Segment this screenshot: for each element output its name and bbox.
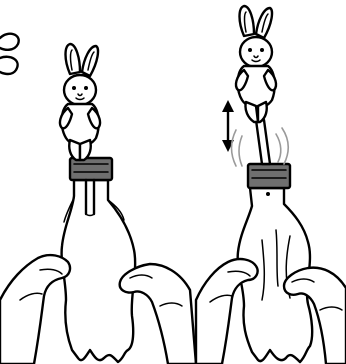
left-hand-icon xyxy=(0,255,70,364)
bottle-icon xyxy=(238,120,313,362)
panel-left xyxy=(0,44,196,364)
rabbit-icon xyxy=(236,6,276,122)
curl-mark-icon xyxy=(0,34,19,74)
bottle-icon xyxy=(62,158,136,362)
rabbit-icon xyxy=(60,44,100,160)
panel-right xyxy=(196,6,346,364)
